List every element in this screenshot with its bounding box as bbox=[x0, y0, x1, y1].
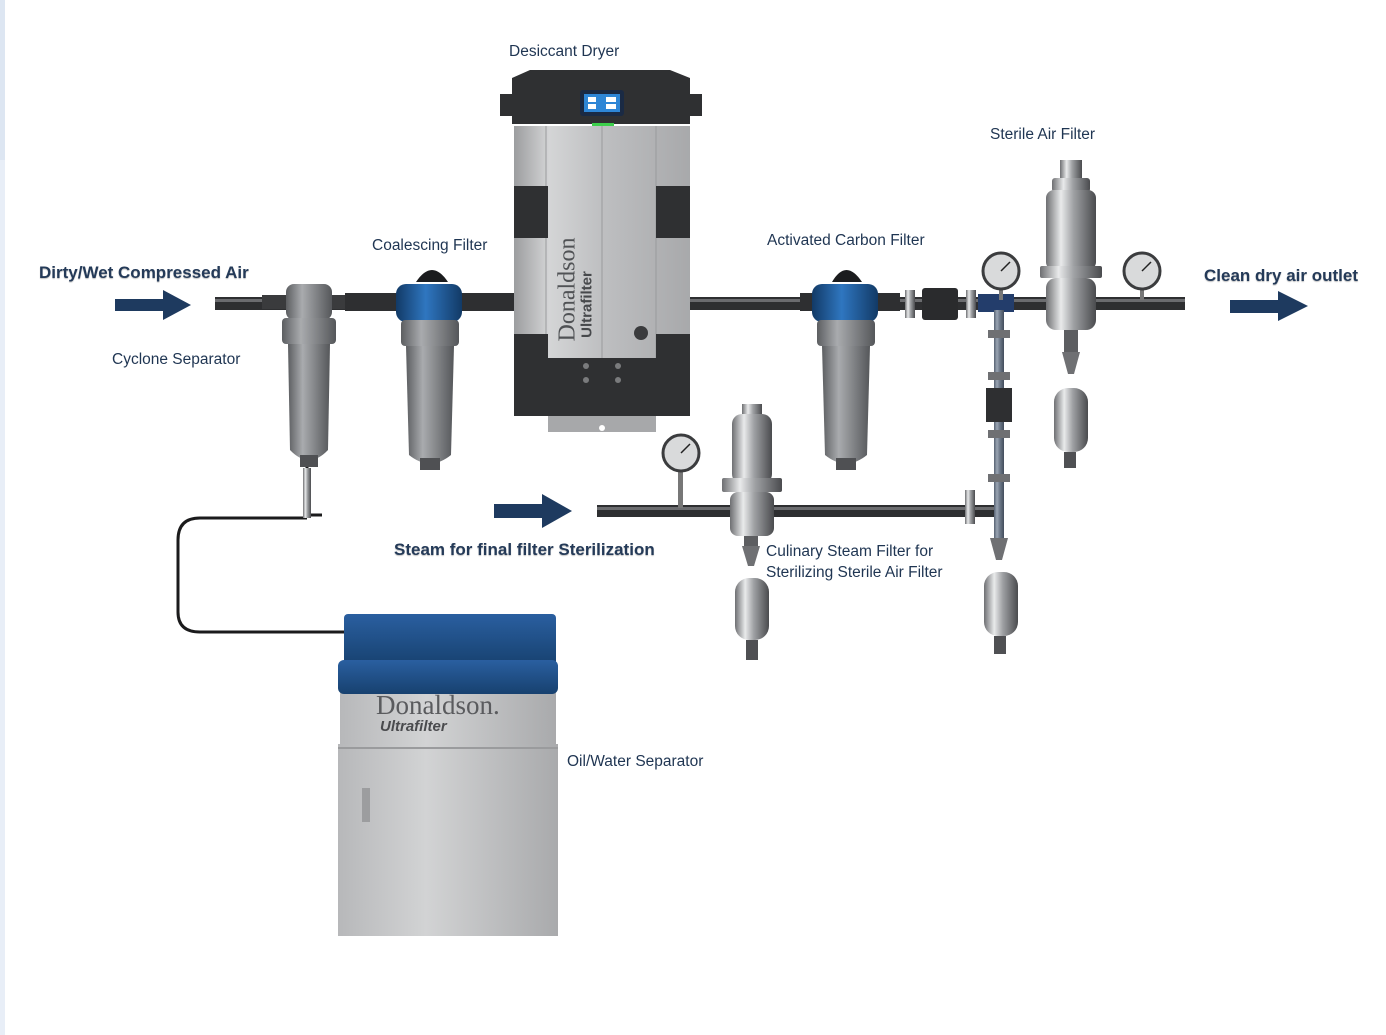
culinary-steam-filter-label-line1: Culinary Steam Filter for bbox=[766, 543, 934, 560]
outlet-valve-assembly bbox=[905, 288, 1014, 320]
sterile-air-filter bbox=[1040, 160, 1102, 468]
dryer-brand-logo: Donaldson bbox=[554, 237, 581, 342]
oil-water-separator bbox=[338, 614, 558, 936]
brand-mark-icon bbox=[634, 326, 648, 340]
coalescing-filter-label: Coalescing Filter bbox=[372, 237, 488, 254]
culinary-steam-filter bbox=[722, 404, 975, 660]
activated-carbon-filter bbox=[800, 270, 900, 470]
pressure-gauge-icon bbox=[661, 433, 701, 508]
left-edge-strip bbox=[0, 0, 5, 1035]
outlet-arrow-icon bbox=[1230, 291, 1308, 321]
sterile-air-filter-label: Sterile Air Filter bbox=[990, 126, 1096, 143]
pressure-gauge-icon bbox=[1122, 251, 1162, 300]
pressure-gauge-icon bbox=[981, 251, 1021, 300]
steam-manifold bbox=[984, 310, 1018, 654]
drain-tube bbox=[176, 462, 348, 634]
desiccant-dryer bbox=[500, 70, 702, 432]
steam-inlet-arrow-icon bbox=[494, 494, 572, 528]
dryer-brand-sub: Ultrafilter bbox=[578, 271, 596, 338]
oil-water-separator-label: Oil/Water Separator bbox=[567, 753, 704, 770]
separator-brand-sub: Ultrafilter bbox=[380, 718, 447, 735]
culinary-steam-filter-label-line2: Sterilizing Sterile Air Filter bbox=[766, 564, 943, 581]
coalescing-filter bbox=[345, 270, 515, 470]
activated-carbon-filter-label: Activated Carbon Filter bbox=[767, 232, 925, 249]
steam-pipe bbox=[597, 505, 999, 517]
steam-label: Steam for final filter Sterilization bbox=[394, 540, 655, 559]
cyclone-separator-label: Cyclone Separator bbox=[112, 351, 241, 368]
separator-brand-logo: Donaldson. bbox=[376, 690, 500, 720]
desiccant-dryer-label: Desiccant Dryer bbox=[509, 43, 620, 60]
inlet-arrow-icon bbox=[115, 290, 191, 320]
outlet-label: Clean dry air outlet bbox=[1204, 266, 1358, 285]
inlet-label: Dirty/Wet Compressed Air bbox=[39, 263, 249, 282]
cyclone-separator bbox=[262, 284, 352, 467]
